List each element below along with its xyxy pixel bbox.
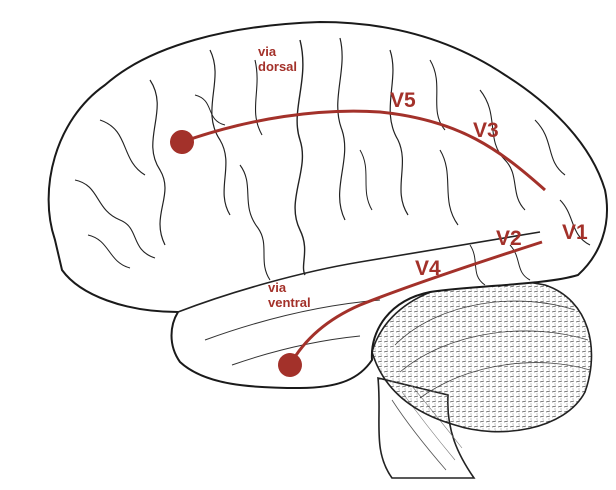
area-v1-label: V1 — [562, 222, 588, 243]
ventral-label-line1: via — [268, 280, 311, 295]
area-v3-label: V3 — [473, 120, 499, 141]
dorsal-stream-label: via dorsal — [258, 44, 297, 74]
area-v5-label: V5 — [390, 90, 416, 111]
area-v2-label: V2 — [496, 228, 522, 249]
ventral-stream-label: via ventral — [268, 280, 311, 310]
area-v4-label: V4 — [415, 258, 441, 279]
ventral-label-line2: ventral — [268, 295, 311, 310]
dorsal-label-line1: via — [258, 44, 297, 59]
dorsal-label-line2: dorsal — [258, 59, 297, 74]
